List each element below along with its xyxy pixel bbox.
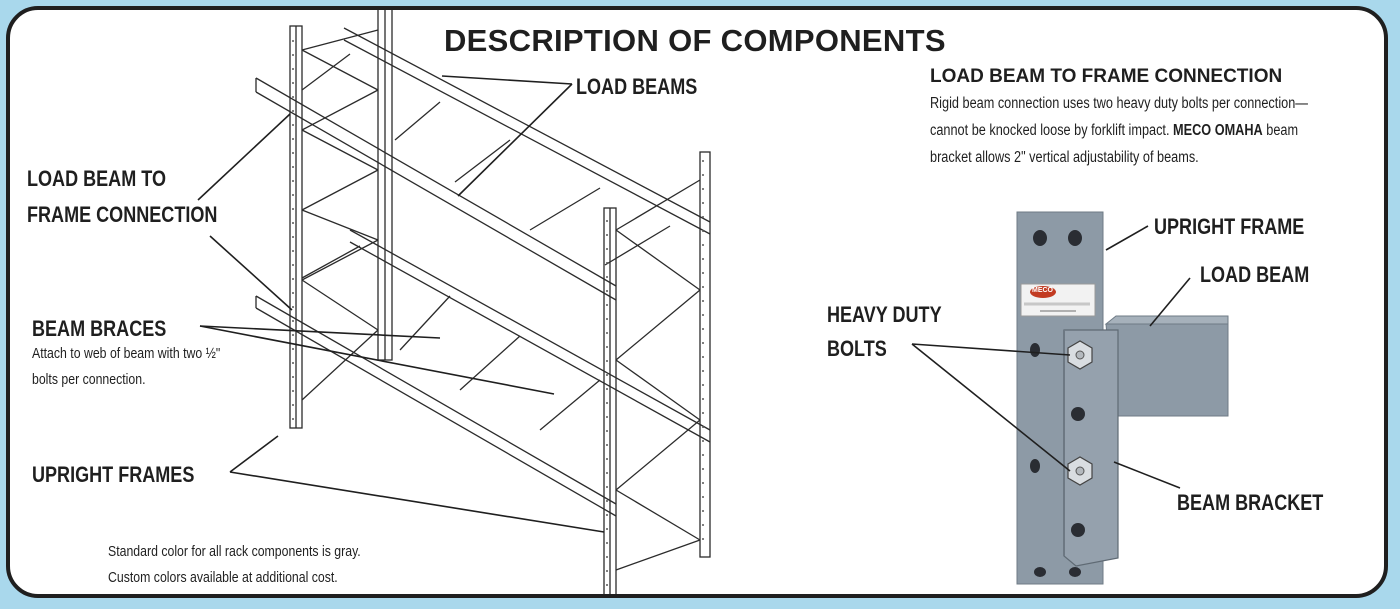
- heavy-duty-bolts-label-line2: BOLTS: [827, 336, 887, 361]
- load-beam-label: LOAD BEAM: [1200, 262, 1310, 287]
- upright-frame-back-right: [699, 151, 711, 558]
- detail-heading: LOAD BEAM TO FRAME CONNECTION: [930, 66, 1283, 87]
- detail-leader-lines: [911, 225, 1191, 489]
- upright-frame-front-left: [289, 25, 303, 429]
- rack-illustration: [197, 10, 1229, 594]
- upper-beam-braces: [301, 53, 671, 266]
- lower-beam-braces: [301, 245, 601, 431]
- logo-badge: [1030, 286, 1056, 298]
- pallet-rack-drawing: [255, 10, 711, 594]
- beam-braces-note-line1: Attach to web of beam with two ½": [32, 345, 221, 362]
- beam-braces-label: BEAM BRACES: [32, 316, 167, 341]
- lower-load-beams: [255, 229, 711, 517]
- frame-bracing-right: [615, 179, 701, 571]
- load-beam-stub: [1105, 323, 1229, 417]
- load-beams-label: LOAD BEAMS: [576, 74, 698, 99]
- brand-name: MECO OMAHA: [1173, 122, 1263, 139]
- upper-load-beams: [255, 27, 711, 301]
- color-note-line2: Custom colors available at additional co…: [108, 569, 338, 586]
- beam-braces-note-line2: bolts per connection.: [32, 371, 146, 388]
- heavy-duty-bolts: [1067, 340, 1093, 486]
- logo-text: MECO: [1032, 287, 1053, 294]
- upright-frame-label: UPRIGHT FRAME: [1154, 214, 1305, 239]
- upright-frames-label: UPRIGHT FRAMES: [32, 462, 195, 487]
- upright-perforations: [292, 40, 704, 594]
- components-panel: DESCRIPTION OF COMPONENTS LOAD BEAMS LOA…: [6, 6, 1388, 598]
- bracket-detail: [911, 211, 1229, 585]
- detail-description: Rigid beam connection uses two heavy dut…: [930, 90, 1330, 171]
- heavy-duty-bolts-label-line1: HEAVY DUTY: [827, 302, 942, 327]
- detail-text-part2: beam bracket allows 2" vertical adjustab…: [930, 122, 1299, 166]
- frame-bracing-left: [301, 29, 379, 401]
- leader-lines: [197, 75, 605, 533]
- beam-bracket-label: BEAM BRACKET: [1177, 490, 1324, 515]
- upright-frame-front-right: [603, 207, 617, 594]
- connection-label-line2: FRAME CONNECTION: [27, 202, 218, 227]
- detail-text-part1: Rigid beam connection uses two heavy dut…: [930, 95, 1308, 139]
- upright-frame-back-left: [377, 10, 393, 361]
- color-note-line1: Standard color for all rack components i…: [108, 543, 361, 560]
- page-title: DESCRIPTION OF COMPONENTS: [444, 23, 946, 58]
- connection-label-line1: LOAD BEAM TO: [27, 166, 166, 191]
- bracket-holes: [1071, 407, 1085, 537]
